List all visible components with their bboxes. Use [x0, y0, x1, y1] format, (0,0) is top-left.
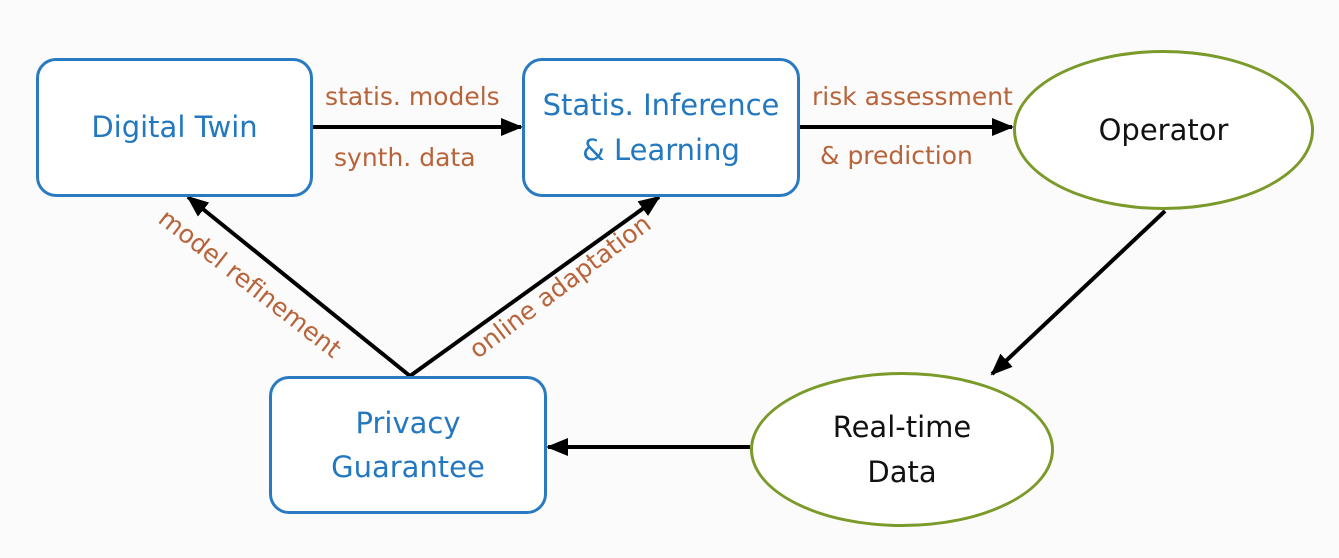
privacy-guarantee-node: Privacy Guarantee [269, 376, 547, 514]
realtime-data-label-line1: Real-time [832, 410, 972, 445]
operator-node: Operator [1013, 50, 1314, 210]
privacy-guarantee-label-line1: Privacy [355, 405, 461, 440]
statistical-inference-label-line2: & Learning [582, 132, 740, 167]
arrow-operator-to-realtime [990, 209, 1167, 376]
statistical-inference-label-line1: Statis. Inference [542, 88, 780, 123]
privacy-guarantee-label-line2: Guarantee [331, 450, 485, 484]
arrow-privacy-to-inference [408, 195, 661, 378]
realtime-data-node: Real-time Data [750, 372, 1054, 527]
arrow-privacy-to-twin [186, 195, 412, 378]
realtime-data-label-line2: Data [867, 454, 937, 489]
statistical-inference-node: Statis. Inference & Learning [522, 58, 800, 197]
digital-twin-node: Digital Twin [36, 58, 313, 197]
digital-twin-label: Digital Twin [91, 110, 258, 145]
edge-label-statis-models: statis. models [325, 82, 500, 111]
edge-label-prediction: & prediction [820, 141, 973, 170]
edge-label-risk-assessment: risk assessment [812, 82, 1013, 111]
edge-label-synth-data: synth. data [334, 143, 476, 172]
operator-label: Operator [1098, 112, 1229, 147]
